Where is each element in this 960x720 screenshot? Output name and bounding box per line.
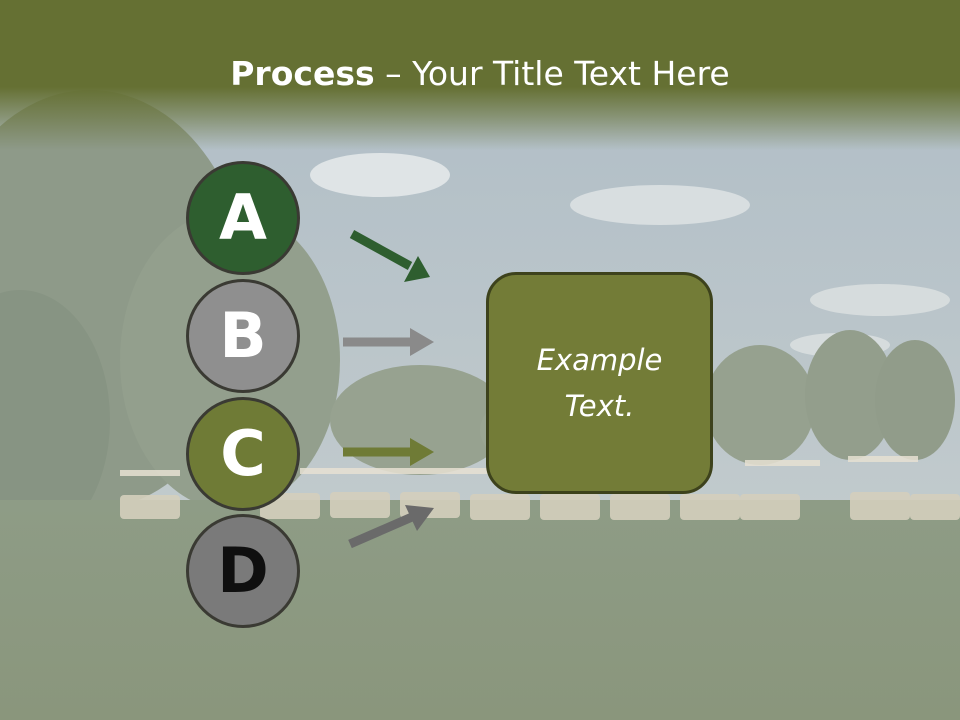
arrow-c-icon	[343, 438, 434, 466]
step-circle-d: D	[186, 514, 300, 628]
step-letter-a: A	[219, 181, 267, 254]
arrow-b-icon	[343, 328, 434, 356]
arrow-a-icon	[349, 230, 430, 282]
step-letter-b: B	[219, 299, 267, 372]
title-bold: Process	[230, 54, 375, 93]
example-text-box: Example Text.	[486, 272, 713, 494]
slide-title: Process – Your Title Text Here	[0, 52, 960, 96]
step-circle-c: C	[186, 397, 300, 511]
title-band	[0, 0, 960, 150]
arrow-d-icon	[348, 505, 434, 549]
example-text: Example Text.	[536, 343, 663, 423]
step-letter-c: C	[220, 417, 266, 490]
title-rest: – Your Title Text Here	[374, 54, 730, 93]
step-circle-b: B	[186, 279, 300, 393]
step-circle-a: A	[186, 161, 300, 275]
step-letter-d: D	[217, 534, 269, 607]
